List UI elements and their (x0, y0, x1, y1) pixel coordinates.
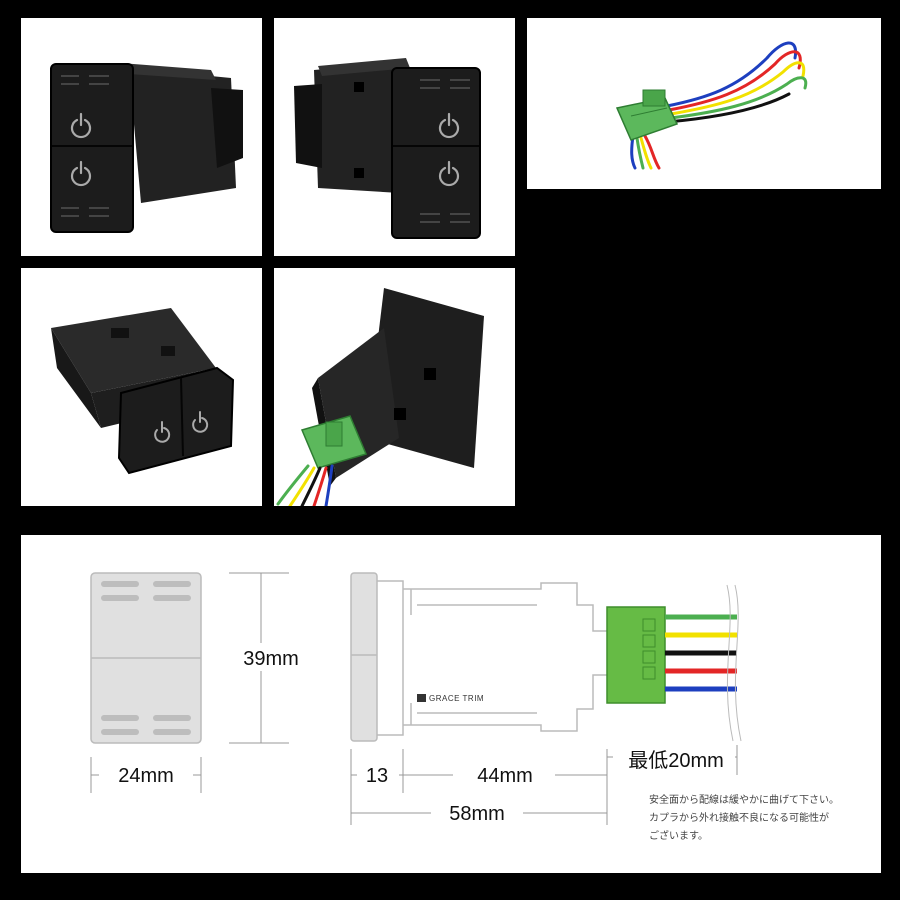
photo-wiring-harness (527, 18, 881, 189)
dim-total-depth: 58mm (449, 803, 505, 825)
power-icon (438, 112, 460, 139)
photo-switch-rear (274, 18, 515, 256)
power-icon (70, 160, 92, 187)
note-line: カプラから外れ接触不良になる可能性が (649, 811, 829, 824)
brand-label: GRACE TRIM (429, 694, 484, 703)
power-icon (438, 160, 460, 187)
dim-body-depth: 44mm (477, 765, 533, 787)
connector-green (615, 89, 679, 141)
photo-switch-connector (274, 268, 515, 506)
dimension-diagram: 39mm 24mm (21, 535, 881, 873)
switch-front-outline (90, 572, 202, 744)
photo-switch-top (21, 268, 262, 506)
connector-green (606, 606, 666, 704)
power-icon (154, 421, 171, 443)
note-line: 安全面から配線は緩やかに曲げて下さい。 (649, 793, 839, 806)
switch-side-outline (350, 572, 607, 742)
brand-logo-icon (417, 694, 426, 702)
power-icon (70, 112, 92, 139)
wire-bundle (665, 614, 737, 692)
dim-face-depth: 13 (366, 765, 388, 787)
note-line: ございます。 (649, 829, 708, 842)
dim-min-clearance: 最低20mm (628, 749, 724, 772)
power-icon (192, 411, 209, 433)
connector-green (300, 415, 368, 469)
dim-width: 24mm (118, 765, 174, 787)
photo-switch-front (21, 18, 262, 256)
dim-height: 39mm (243, 648, 299, 670)
